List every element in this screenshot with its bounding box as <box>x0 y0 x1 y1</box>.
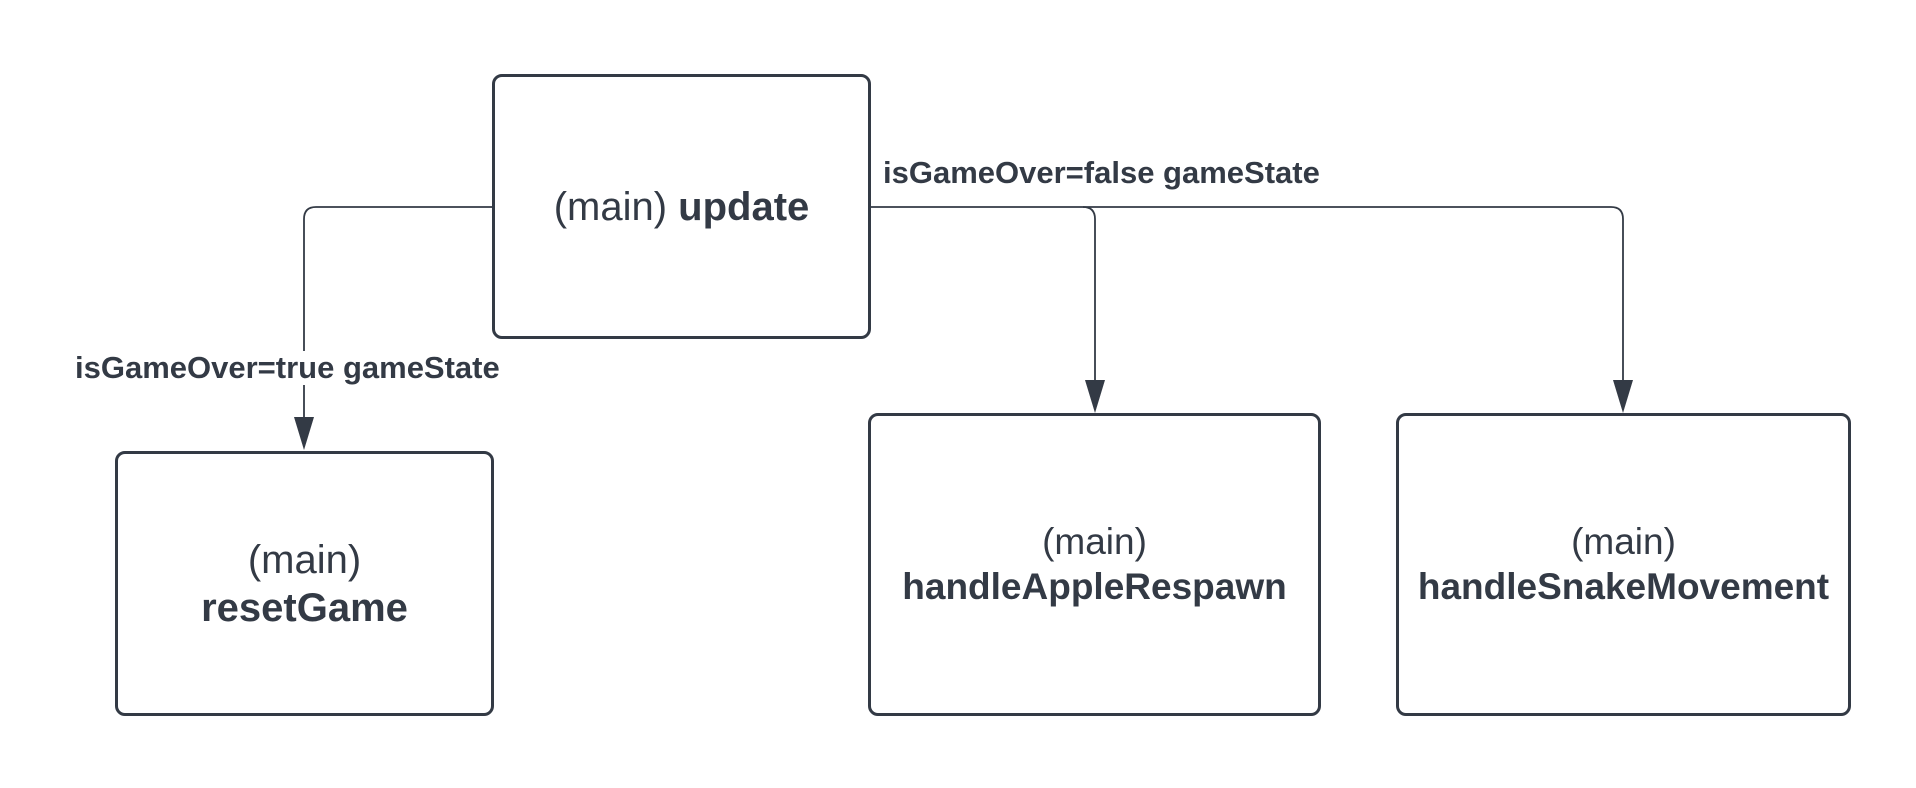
node-handle-apple-respawn-prefix: (main) <box>1042 521 1147 563</box>
connector-update-to-reset-game <box>303 206 492 417</box>
node-handle-snake-movement-name: handleSnakeMovement <box>1417 565 1830 607</box>
node-update[interactable]: (main) update <box>492 74 871 339</box>
node-reset-game-label: (main) resetGame <box>201 536 408 632</box>
node-handle-snake-movement-prefix: (main) <box>1571 521 1676 563</box>
arrowhead-reset-game <box>294 417 314 450</box>
edge-label-game-over-false: isGameOver=false gameState <box>883 155 1320 191</box>
node-update-label: (main) update <box>554 183 810 231</box>
arrowhead-snake-movement <box>1613 380 1633 413</box>
connector-update-to-snake-movement <box>1083 206 1624 380</box>
node-reset-game-name: resetGame <box>201 585 408 630</box>
node-update-name: update <box>678 184 810 229</box>
node-handle-snake-movement[interactable]: (main) handleSnakeMovement <box>1396 413 1851 716</box>
node-reset-game[interactable]: (main) resetGame <box>115 451 494 716</box>
node-handle-apple-respawn-label: (main) handleAppleRespawn <box>902 520 1286 609</box>
node-handle-snake-movement-label: (main) handleSnakeMovement <box>1418 520 1829 609</box>
node-handle-apple-respawn-name: handleAppleRespawn <box>902 565 1287 607</box>
node-handle-apple-respawn[interactable]: (main) handleAppleRespawn <box>868 413 1321 716</box>
node-reset-game-prefix: (main) <box>247 537 362 582</box>
node-update-prefix: (main) <box>553 184 668 229</box>
edge-label-game-over-true: isGameOver=true gameState <box>75 350 500 386</box>
connector-update-to-apple-respawn <box>870 206 1096 380</box>
arrowhead-apple-respawn <box>1085 380 1105 413</box>
